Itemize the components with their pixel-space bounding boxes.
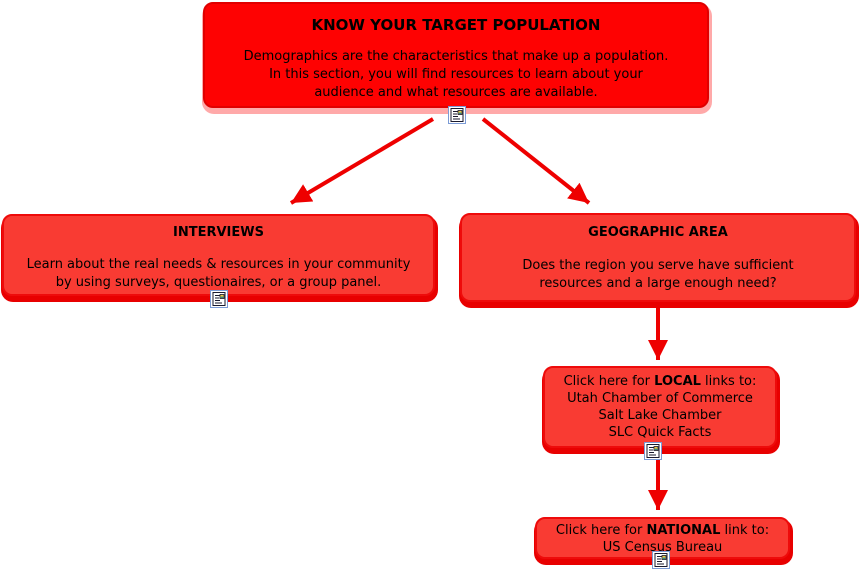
node-interviews: INTERVIEWS Learn about the real needs & …	[2, 214, 435, 296]
note-document-icon[interactable]	[448, 106, 466, 124]
body-line: resources and a large enough need?	[539, 276, 777, 291]
node-body: Click here for LOCAL links to: Utah Cham…	[545, 373, 775, 441]
node-know-your-target-population: KNOW YOUR TARGET POPULATION Demographics…	[203, 2, 709, 108]
node-body: Does the region you serve have sufficien…	[462, 257, 854, 293]
body-line: Learn about the real needs & resources i…	[26, 257, 411, 272]
node-title: INTERVIEWS	[173, 225, 264, 240]
node-body: Learn about the real needs & resources i…	[4, 256, 433, 292]
national-link-heading[interactable]: Click here for NATIONAL link to:	[537, 522, 788, 539]
note-document-icon[interactable]	[644, 442, 662, 460]
body-line: In this section, you will find resources…	[269, 67, 643, 82]
body-line: by using surveys, questionaires, or a gr…	[55, 275, 382, 290]
heading-suffix: link to:	[720, 523, 770, 538]
node-body: Demographics are the characteristics tha…	[205, 48, 707, 102]
note-document-icon[interactable]	[210, 290, 228, 308]
body-line: audience and what resources are availabl…	[314, 85, 598, 100]
node-local-links[interactable]: Click here for LOCAL links to: Utah Cham…	[543, 366, 777, 448]
note-document-icon[interactable]	[652, 551, 670, 569]
node-title: KNOW YOUR TARGET POPULATION	[311, 16, 601, 34]
body-line: Does the region you serve have sufficien…	[522, 258, 794, 273]
node-title: GEOGRAPHIC AREA	[588, 225, 728, 240]
link-slc-quick-facts[interactable]: SLC Quick Facts	[608, 425, 712, 440]
link-us-census-bureau[interactable]: US Census Bureau	[602, 540, 723, 555]
local-links-heading[interactable]: Click here for LOCAL links to:	[545, 373, 775, 390]
arrow-root-to-interviews	[289, 117, 435, 205]
arrow-root-to-geographic	[481, 117, 591, 205]
node-national-link[interactable]: Click here for NATIONAL link to: US Cens…	[535, 517, 790, 559]
heading-bold: NATIONAL	[646, 523, 721, 538]
heading-prefix: Click here for	[555, 523, 647, 538]
node-geographic-area: GEOGRAPHIC AREA Does the region you serv…	[460, 213, 856, 302]
body-line: Demographics are the characteristics tha…	[243, 49, 669, 64]
node-body: Click here for NATIONAL link to: US Cens…	[537, 522, 788, 556]
heading-bold: LOCAL	[654, 374, 701, 389]
link-salt-lake-chamber[interactable]: Salt Lake Chamber	[598, 408, 722, 423]
heading-suffix: links to:	[700, 374, 757, 389]
heading-prefix: Click here for	[563, 374, 655, 389]
link-utah-chamber-of-commerce[interactable]: Utah Chamber of Commerce	[567, 391, 753, 406]
